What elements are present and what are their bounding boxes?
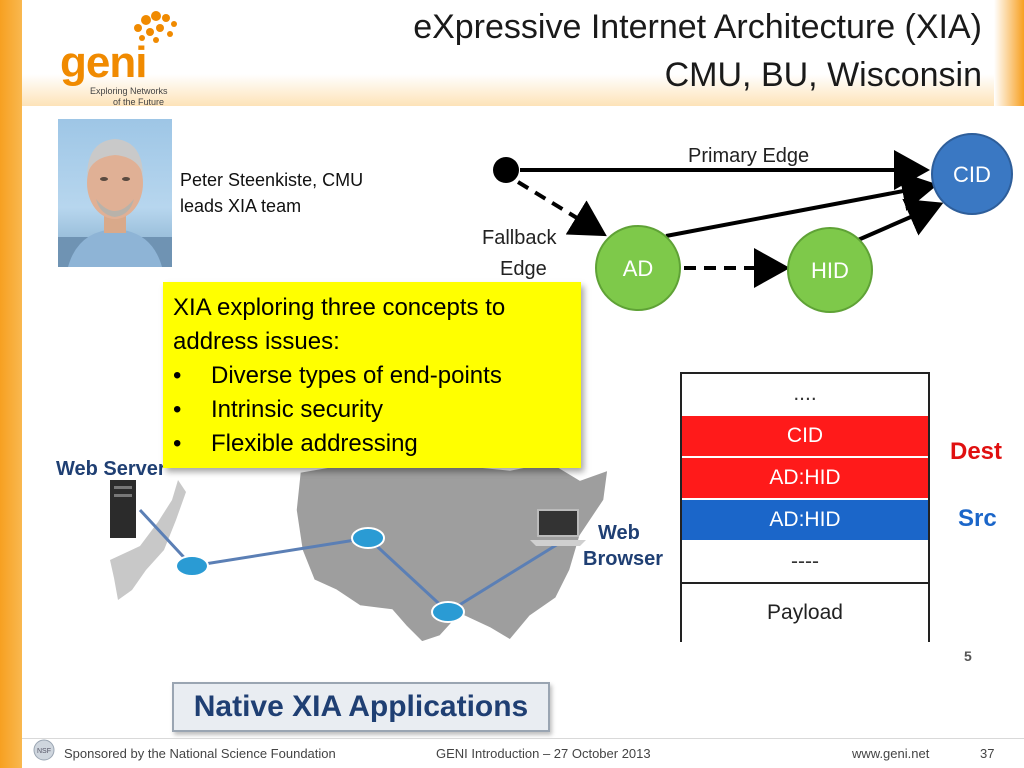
- ad-node: [595, 225, 681, 311]
- header-row-dest-ad-hid: AD:HID: [680, 456, 930, 498]
- web-server-icon: [110, 480, 136, 538]
- router-icon: [175, 527, 465, 623]
- left-accent-bar: [0, 0, 22, 768]
- footer-url[interactable]: www.geni.net: [852, 746, 930, 761]
- laptop-icon: [530, 509, 586, 546]
- footer-center: GENI Introduction – 27 October 2013: [436, 746, 651, 761]
- logo-tagline-2: of the Future: [113, 97, 165, 107]
- dest-label: Dest: [950, 438, 1003, 465]
- web-browser-label-2: Browser: [583, 548, 664, 570]
- native-xia-applications: Native XIA Applications: [172, 682, 550, 732]
- cid-node: [931, 133, 1013, 215]
- title-band: [0, 0, 1024, 106]
- slide-title: eXpressive Internet Architecture (XIA): [413, 8, 982, 46]
- header-row-dots: ....: [680, 372, 930, 414]
- geni-logo: geni: [60, 38, 147, 87]
- web-server-label: Web Server: [56, 458, 166, 480]
- header-row-dashes: ----: [680, 540, 930, 582]
- ad-cid-arrow: [665, 171, 938, 238]
- concepts-intro-2: address issues:: [173, 328, 340, 355]
- fallback-edge-label-1: Fallback: [482, 227, 557, 249]
- hid-node-label: HID: [811, 258, 849, 283]
- slide-subtitle: CMU, BU, Wisconsin: [664, 56, 982, 94]
- page-number: 37: [980, 746, 995, 761]
- geni-logo-icon: [130, 8, 182, 46]
- svg-text:NSF: NSF: [37, 748, 51, 755]
- fallback-edge-arrow: [516, 180, 607, 237]
- cid-node-label: CID: [953, 162, 991, 187]
- concepts-intro-1: XIA exploring three concepts to: [173, 294, 506, 321]
- header-row-cid: CID: [680, 414, 930, 456]
- nsf-logo-icon: NSF: [30, 738, 60, 762]
- bullet-glyph: •: [173, 396, 182, 423]
- primary-edge-label: Primary Edge: [688, 145, 809, 167]
- fallback-edge-label-2: Edge: [500, 258, 547, 280]
- logo-tagline-1: Exploring Networks: [90, 86, 168, 96]
- header-row-src-ad-hid: AD:HID: [680, 498, 930, 540]
- japan-map-shape: [110, 480, 186, 600]
- bullet-glyph: •: [173, 362, 182, 389]
- ad-node-label: AD: [623, 256, 654, 281]
- xia-edge-diagram: CID AD HID Primary Edge Fallback Edge: [482, 133, 1013, 313]
- hid-cid-arrow: [857, 198, 944, 242]
- concept-item: Intrinsic security: [211, 396, 384, 423]
- bullet-glyph: •: [173, 430, 182, 457]
- source-node: [493, 157, 519, 183]
- presenter-photo: [58, 119, 172, 267]
- header-row-payload: Payload: [680, 582, 930, 642]
- concept-item: Diverse types of end-points: [211, 362, 502, 389]
- xia-header-stack: .... CID AD:HID AD:HID ---- Payload: [680, 372, 930, 642]
- concepts-box: XIA exploring three concepts to address …: [163, 282, 581, 468]
- web-browser-label-1: Web: [598, 522, 640, 544]
- presenter-name: Peter Steenkiste, CMU: [180, 170, 364, 190]
- us-map-illustration: [110, 459, 609, 643]
- slide-reference-number: 5: [964, 648, 972, 664]
- hid-node: [787, 227, 873, 313]
- presenter-role: leads XIA team: [180, 196, 302, 216]
- footer-sponsor: Sponsored by the National Science Founda…: [64, 746, 336, 761]
- footer-divider: [22, 738, 1024, 739]
- concept-item: Flexible addressing: [211, 430, 418, 457]
- src-label: Src: [958, 505, 997, 532]
